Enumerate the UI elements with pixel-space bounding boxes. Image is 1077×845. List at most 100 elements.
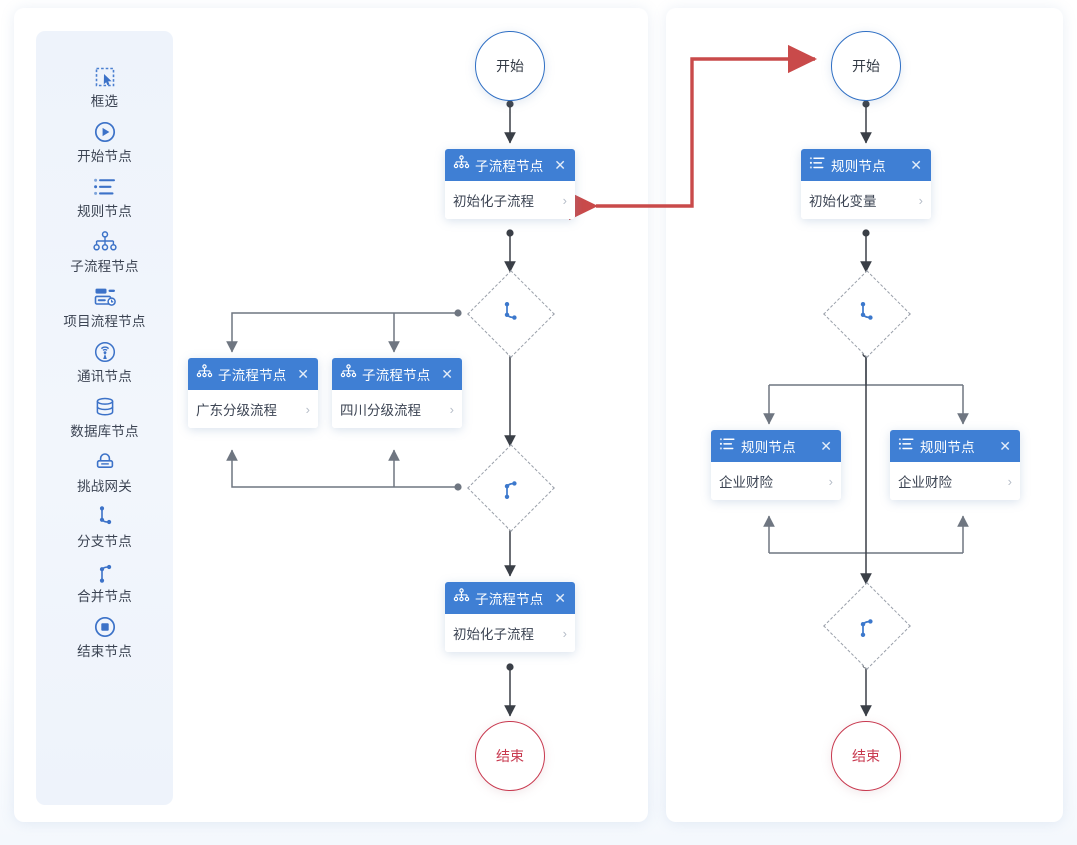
node-subprocess-sichuan[interactable]: 子流程节点 ✕ 四川分级流程 › [332,358,462,428]
left-start-node[interactable]: 开始 [475,31,545,101]
left-branch-gateway[interactable] [467,270,555,358]
node-body[interactable]: 企业财险 › [711,462,841,500]
node-rule-init-var[interactable]: 规则节点 ✕ 初始化变量 › [801,149,931,219]
chevron-right-icon: › [562,625,567,641]
node-label: 开始 [852,58,880,74]
right-start-node[interactable]: 开始 [831,31,901,101]
tool-label: 数据库节点 [70,424,139,439]
node-label: 结束 [496,748,524,764]
node-value: 初始化变量 [809,194,877,209]
node-header: 子流程节点 ✕ [445,582,575,614]
node-body[interactable]: 初始化变量 › [801,181,931,219]
tool-branch-node[interactable]: 分支节点 [36,504,173,550]
close-icon[interactable]: ✕ [441,366,453,382]
node-body[interactable]: 初始化子流程 › [445,614,575,652]
node-header: 规则节点 ✕ [801,149,931,181]
tool-label: 挑战网关 [77,479,132,494]
tool-label: 规则节点 [77,204,132,219]
right-wire-start-to-rule [860,100,872,144]
close-icon[interactable]: ✕ [910,157,922,173]
chevron-right-icon: › [918,192,923,208]
node-title: 子流程节点 [475,592,544,607]
node-rule-enterprise-a[interactable]: 规则节点 ✕ 企业财险 › [711,430,841,500]
branch-node-icon [94,504,116,530]
chevron-right-icon: › [828,473,833,489]
node-value: 企业财险 [719,475,773,490]
tool-merge-node[interactable]: 合并节点 [36,559,173,605]
node-subprocess-init-2[interactable]: 子流程节点 ✕ 初始化子流程 › [445,582,575,652]
close-icon[interactable]: ✕ [554,590,566,606]
left-merge-gateway[interactable] [467,444,555,532]
node-title: 子流程节点 [362,368,431,383]
left-wire-branch-to-merge [504,348,516,447]
subprocess-node-icon [453,155,470,175]
tool-label: 开始节点 [77,149,132,164]
node-header: 子流程节点 ✕ [445,149,575,181]
close-icon[interactable]: ✕ [297,366,309,382]
right-wire-rule-to-branch [860,229,872,273]
left-wire-subprocess2-to-end [504,663,516,717]
left-wire-merge-fan [226,449,462,491]
node-header: 规则节点 ✕ [711,430,841,462]
subprocess-to-start-link[interactable] [568,44,818,221]
node-body[interactable]: 广东分级流程 › [188,390,318,428]
node-subprocess-guangdong[interactable]: 子流程节点 ✕ 广东分级流程 › [188,358,318,428]
node-subprocess-init[interactable]: 子流程节点 ✕ 初始化子流程 › [445,149,575,219]
project-flow-icon [93,284,117,310]
box-select-icon [93,64,117,90]
right-merge-gateway[interactable] [823,582,911,670]
left-wire-branch-fan [226,309,462,353]
node-value: 初始化子流程 [453,194,534,209]
node-title: 子流程节点 [475,159,544,174]
subprocess-node-icon [453,588,470,608]
node-title: 子流程节点 [218,368,287,383]
tool-gateway-lock[interactable]: 挑战网关 [36,449,173,495]
right-branch-gateway[interactable] [823,270,911,358]
node-title: 规则节点 [741,440,796,455]
merge-node-icon [94,559,116,585]
right-end-node[interactable]: 结束 [831,721,901,791]
tool-box-select[interactable]: 框选 [36,64,173,110]
tool-project-flow-node[interactable]: 项目流程节点 [36,284,173,330]
tool-label: 合并节点 [77,589,132,604]
tool-end-node[interactable]: 结束节点 [36,614,173,660]
left-flow-panel: 框选 开始节点 [14,8,648,822]
node-rule-enterprise-b[interactable]: 规则节点 ✕ 企业财险 › [890,430,1020,500]
left-wire-start-to-subprocess [504,100,516,144]
rule-node-icon [809,156,826,175]
node-body[interactable]: 初始化子流程 › [445,181,575,219]
tool-database-node[interactable]: 数据库节点 [36,394,173,440]
node-header: 子流程节点 ✕ [332,358,462,390]
node-body[interactable]: 四川分级流程 › [332,390,462,428]
close-icon[interactable]: ✕ [820,438,832,454]
node-value: 企业财险 [898,475,952,490]
chevron-right-icon: › [1007,473,1012,489]
rule-node-icon [719,437,736,456]
tool-label: 结束节点 [77,644,132,659]
rule-node-icon [93,174,117,200]
tool-label: 分支节点 [77,534,132,549]
subprocess-node-icon [92,229,118,255]
close-icon[interactable]: ✕ [999,438,1011,454]
end-node-icon [94,614,116,640]
chevron-right-icon: › [305,401,310,417]
start-node-icon [94,119,116,145]
node-header: 子流程节点 ✕ [188,358,318,390]
close-icon[interactable]: ✕ [554,157,566,173]
tool-rule-node[interactable]: 规则节点 [36,174,173,220]
tool-label: 通讯节点 [77,369,132,384]
tool-start-node[interactable]: 开始节点 [36,119,173,165]
node-title: 规则节点 [831,159,886,174]
tool-palette: 框选 开始节点 [36,31,173,805]
branch-gateway-icon [473,276,547,350]
tool-label: 项目流程节点 [63,314,146,329]
merge-gateway-icon [829,588,903,662]
tool-comm-node[interactable]: 通讯节点 [36,339,173,385]
rule-node-icon [898,437,915,456]
node-body[interactable]: 企业财险 › [890,462,1020,500]
left-end-node[interactable]: 结束 [475,721,545,791]
node-value: 广东分级流程 [196,403,277,418]
tool-subprocess-node[interactable]: 子流程节点 [36,229,173,275]
gateway-lock-icon [94,449,116,475]
